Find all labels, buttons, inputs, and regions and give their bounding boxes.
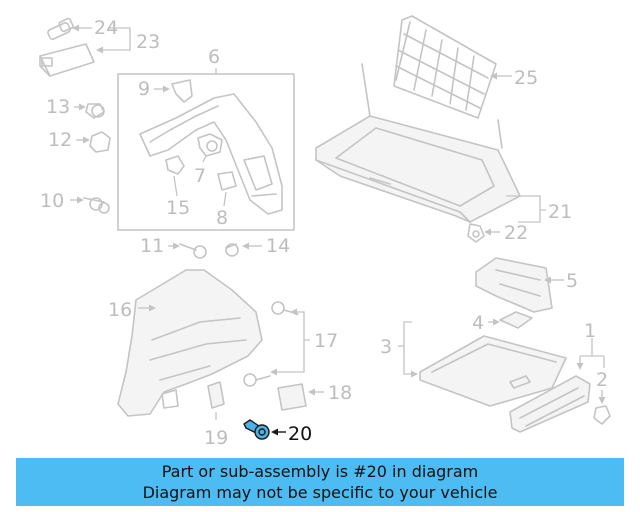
callout-10: 10: [40, 190, 64, 212]
part-20-bolt-highlighted[interactable]: [243, 419, 270, 440]
callout-16: 16: [108, 299, 132, 321]
part-25-cargo-net: [361, 15, 503, 149]
part-3-floor-board: [419, 335, 567, 407]
callout-3: 3: [380, 336, 392, 358]
callout-22: 22: [504, 222, 528, 244]
callout-20: 20: [288, 423, 312, 445]
callout-23: 23: [136, 31, 160, 53]
part-12-nut: [89, 131, 111, 153]
callout-17: 17: [314, 330, 338, 352]
part-8-clip: [217, 171, 237, 191]
callout-2: 2: [596, 369, 608, 391]
part-13-clip: [85, 103, 105, 119]
part-18-clip: [277, 383, 307, 411]
callout-9: 9: [138, 78, 150, 100]
callout-14: 14: [266, 235, 290, 257]
caption-line-2: Diagram may not be specific to your vehi…: [142, 483, 498, 502]
part-1-sill-plate: [509, 375, 591, 433]
part-21-cargo-cover: [315, 115, 521, 223]
group-box-6: [117, 68, 295, 231]
part-23-lamp-housing: [39, 43, 95, 77]
leaders-1-2: [576, 338, 606, 404]
callout-11: 11: [140, 235, 164, 257]
part-15-retainer: [165, 155, 185, 175]
part-9-bracket: [171, 79, 193, 103]
leaders-25-21-22: [484, 72, 546, 236]
callout-25: 25: [514, 67, 538, 89]
callout-18: 18: [328, 382, 352, 404]
part-22-clip: [467, 223, 485, 243]
callout-15: 15: [166, 197, 190, 219]
part-19-cover: [207, 381, 225, 409]
leaders-13-12-10: [70, 103, 90, 204]
callout-1: 1: [584, 320, 596, 342]
part-7-clip: [197, 133, 223, 157]
part-6-trim-panel: [139, 93, 283, 215]
leaders-box-6: [154, 85, 227, 207]
callout-6: 6: [208, 46, 220, 68]
leaders-11-14: [168, 242, 262, 250]
callout-24: 24: [94, 17, 118, 39]
leaders-24-23: [72, 24, 131, 54]
leaders-16-17-18-19: [138, 304, 324, 420]
callout-13: 13: [46, 96, 70, 118]
part-14-screw: [225, 243, 239, 257]
callout-5: 5: [566, 270, 578, 292]
callout-4: 4: [472, 312, 484, 334]
part-2-clip: [593, 405, 611, 425]
callout-21: 21: [548, 201, 572, 223]
callout-12: 12: [48, 129, 72, 151]
caption-banner: Part or sub-assembly is #20 in diagram D…: [16, 458, 624, 506]
part-11-screw: [179, 243, 207, 259]
part-5-bracket: [475, 257, 553, 313]
leader-20: [271, 428, 286, 436]
leaders-5-4-3: [398, 276, 564, 378]
callout-7: 7: [194, 165, 206, 187]
caption-line-1: Part or sub-assembly is #20 in diagram: [161, 462, 479, 481]
callout-8: 8: [216, 207, 228, 229]
callout-19: 19: [204, 427, 228, 449]
part-10-bolt: [83, 197, 110, 214]
part-24-bulb: [47, 17, 74, 40]
part-4-pad: [499, 311, 533, 329]
part-16-quarter-trim: [117, 269, 263, 417]
